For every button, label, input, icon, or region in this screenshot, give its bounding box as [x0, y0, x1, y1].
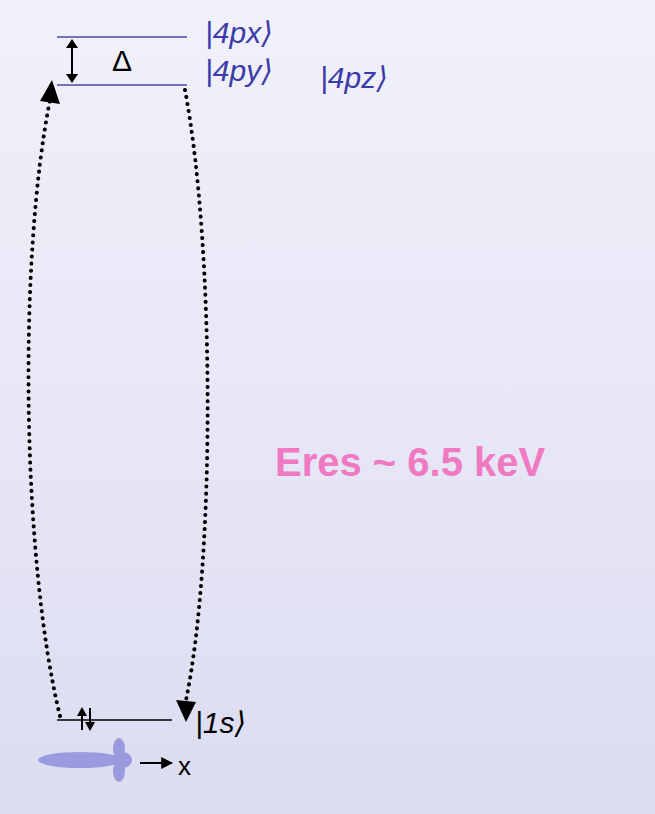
axis-label: x: [178, 752, 191, 781]
state-label: |4px⟩: [205, 16, 273, 49]
energy-label: Eres ~ 6.5 keV: [275, 440, 545, 484]
arrow-head: [176, 700, 196, 722]
arrow-head: [40, 80, 60, 104]
electron-pair: [77, 707, 95, 731]
excitation-arrow: [28, 100, 60, 716]
orbital-shape: [38, 738, 132, 782]
state-label: |1s⟩: [195, 706, 246, 739]
splitting-arrow: [66, 39, 78, 83]
energy-level-4py: [57, 84, 187, 86]
state-label: |4py⟩: [205, 54, 273, 87]
energy-level-1s: [57, 719, 172, 721]
splitting-label: Δ: [112, 44, 132, 77]
state-label: |4pz⟩: [320, 61, 388, 94]
energy-level-4px: [57, 36, 187, 38]
decay-arrow: [185, 90, 208, 700]
axis-arrow: [140, 762, 172, 764]
